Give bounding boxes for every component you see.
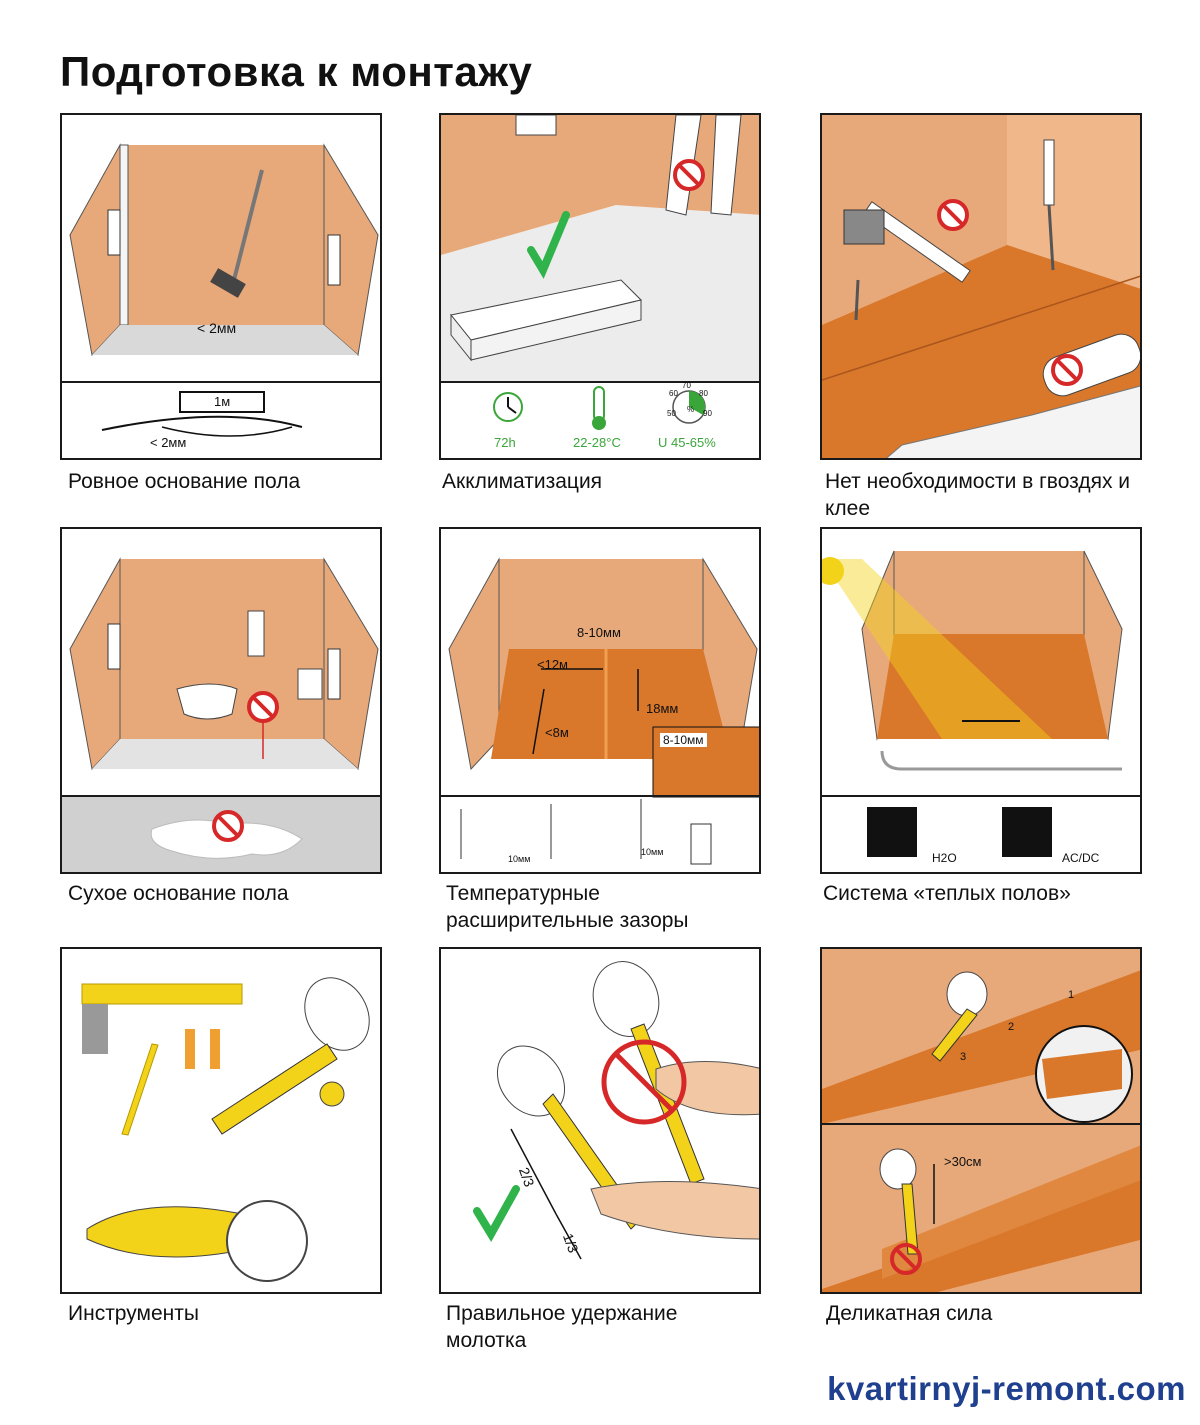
humidity-label: U 45-65% bbox=[658, 435, 716, 450]
humidity-scale-60: 60 bbox=[669, 389, 678, 398]
panel-dry-floor bbox=[60, 527, 382, 874]
step-2-label: 2 bbox=[1008, 1021, 1015, 1033]
side-gap-label-1: 10мм bbox=[508, 854, 531, 864]
length-8m-label: <8м bbox=[545, 725, 569, 740]
time-label: 72h bbox=[494, 435, 516, 450]
caption-gentle-force: Деликатная сила bbox=[826, 1302, 993, 1325]
humidity-scale-80: 80 bbox=[699, 389, 708, 398]
site-footer-link[interactable]: kvartirnyj-remont.com bbox=[827, 1370, 1186, 1407]
acclimatization-illustration bbox=[441, 115, 759, 430]
caption-floor-heating: Система «теплых полов» bbox=[823, 882, 1071, 905]
panel-tools bbox=[60, 947, 382, 1294]
gap-label: 8-10мм bbox=[577, 625, 621, 640]
humidity-scale-70: 70 bbox=[682, 381, 691, 390]
panel-level-floor: < 2мм 1м < 2мм bbox=[60, 113, 382, 460]
height-label: >30см bbox=[944, 1154, 982, 1169]
level-floor-illustration bbox=[62, 143, 380, 437]
hammer-grip-illustration bbox=[473, 961, 759, 1260]
length-12m-label: <12м bbox=[537, 657, 568, 672]
expansion-gaps-illustration bbox=[441, 557, 759, 865]
panel-hammer-grip: 2/3 1/3 bbox=[439, 947, 761, 1294]
thickness-label: 18мм bbox=[646, 701, 679, 716]
caption-level-floor: Ровное основание пола bbox=[68, 470, 301, 493]
panel-no-nails bbox=[820, 113, 1142, 460]
water-heating-label: H2O bbox=[932, 851, 957, 865]
caption-no-nails: Нет необходимости в гвоздях и клее bbox=[825, 470, 1131, 520]
humidity-percent-sign: % bbox=[687, 405, 695, 414]
electric-heating-label: AC/DC bbox=[1062, 851, 1100, 865]
floor-heating-illustration bbox=[822, 550, 1140, 857]
step-3-label: 3 bbox=[960, 1051, 967, 1063]
bottom-tolerance-label: < 2мм bbox=[150, 435, 187, 450]
caption-tools: Инструменты bbox=[68, 1302, 199, 1325]
page-title: Подготовка к монтажу bbox=[60, 48, 533, 95]
panel-floor-heating: H2O AC/DC bbox=[820, 527, 1142, 874]
caption-expansion-gaps: Температурные расширительные зазоры bbox=[446, 882, 689, 932]
no-nails-illustration bbox=[822, 115, 1140, 458]
ruler-label: 1м bbox=[214, 394, 231, 409]
dry-floor-illustration bbox=[62, 557, 380, 872]
panel-acclimatization: 72h 22-28°C U 45-65% 70 60 80 50 90 % bbox=[439, 113, 761, 460]
caption-acclimatization: Акклиматизация bbox=[442, 470, 603, 493]
humidity-scale-90: 90 bbox=[703, 409, 712, 418]
floor-tolerance-label: < 2мм bbox=[197, 320, 237, 336]
panel-gentle-force: 1 2 3 >30см bbox=[820, 947, 1142, 1294]
caption-hammer-grip: Правильное удержание молотка bbox=[446, 1302, 678, 1352]
temperature-label: 22-28°C bbox=[573, 435, 621, 450]
gentle-force-illustration bbox=[822, 949, 1140, 1292]
caption-dry-floor: Сухое основание пола bbox=[68, 882, 289, 905]
inset-gap-label: 8-10мм bbox=[660, 733, 707, 747]
tools-illustration bbox=[81, 977, 370, 1282]
side-gap-label-2: 10мм bbox=[641, 847, 664, 857]
step-1-label: 1 bbox=[1068, 989, 1075, 1001]
panel-expansion-gaps: 8-10мм <12м 18мм <8м 8-10мм 10мм 10мм bbox=[439, 527, 761, 874]
humidity-scale-50: 50 bbox=[667, 409, 676, 418]
